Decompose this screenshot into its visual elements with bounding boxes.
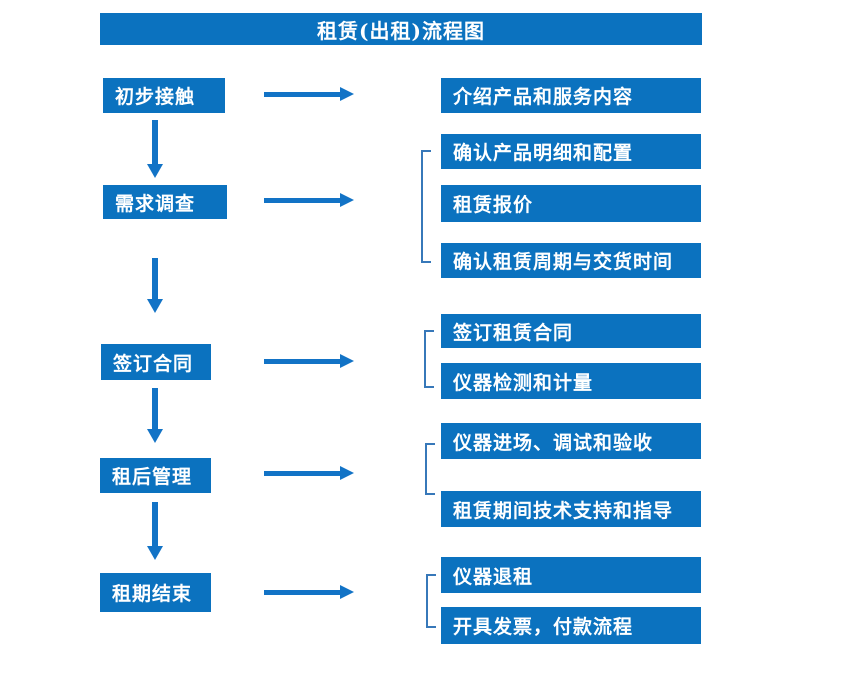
detail-box: 仪器检测和计量: [441, 363, 701, 399]
down-arrow-icon: [147, 388, 163, 443]
down-arrow-icon: [147, 120, 163, 178]
detail-box: 确认租赁周期与交货时间: [441, 243, 701, 278]
right-arrow-icon: [264, 466, 354, 480]
detail-box: 仪器退租: [441, 557, 701, 593]
right-arrow-icon: [264, 193, 354, 207]
detail-box: 介绍产品和服务内容: [441, 78, 701, 113]
detail-box: 租赁报价: [441, 185, 701, 222]
right-arrow-icon: [264, 585, 354, 599]
detail-box: 开具发票，付款流程: [441, 607, 701, 644]
right-arrow-icon: [264, 354, 354, 368]
detail-box: 租赁期间技术支持和指导: [441, 491, 701, 527]
detail-box: 签订租赁合同: [441, 314, 701, 348]
step-box-rental-end: 租期结束: [100, 573, 211, 612]
bracket-group-sign-contract: [424, 330, 434, 388]
down-arrow-icon: [147, 258, 163, 313]
bracket-group-demand-survey: [421, 150, 431, 263]
right-arrow-icon: [264, 87, 354, 101]
bracket-group-post-rental: [425, 443, 435, 495]
flowchart-title: 租赁(出租)流程图: [100, 13, 702, 45]
detail-box: 确认产品明细和配置: [441, 134, 701, 169]
down-arrow-icon: [147, 502, 163, 560]
detail-box: 仪器进场、调试和验收: [441, 423, 701, 459]
step-box-post-rental-management: 租后管理: [100, 458, 211, 493]
bracket-group-rental-end: [426, 574, 436, 628]
step-box-initial-contact: 初步接触: [103, 78, 225, 113]
step-box-demand-survey: 需求调查: [103, 185, 227, 219]
step-box-sign-contract: 签订合同: [101, 344, 211, 380]
